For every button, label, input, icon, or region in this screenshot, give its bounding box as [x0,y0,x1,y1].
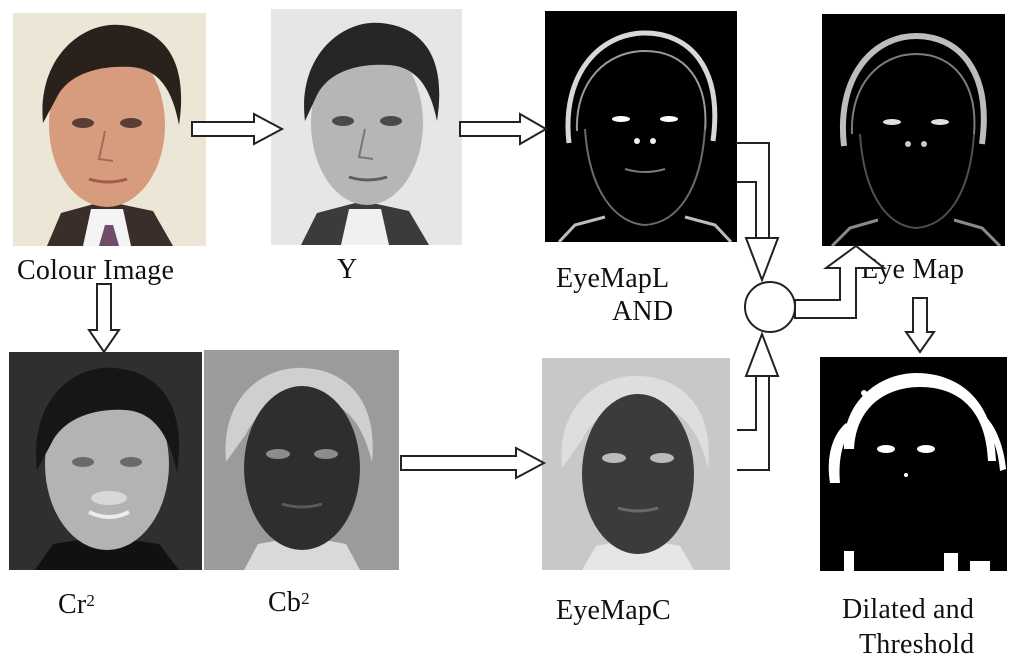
eye-map-image [822,14,1005,246]
cb-squared-panel [204,350,399,570]
eye-map-panel [822,14,1005,246]
y-label: Y [337,254,358,285]
cr-squared-image [9,352,202,570]
arrow-into-and-bottom [744,331,780,377]
luminance-face-image [271,9,462,245]
arrow-eye-map-to-threshold [904,297,936,354]
arrow-colour-to-cr2 [87,283,121,354]
eye-map-label: Eye Map [861,254,965,285]
threshold-image [820,357,1007,571]
dilated-label-line2: Threshold [859,629,975,660]
line-eyemap-l-to-and [736,142,770,238]
line-eyemap-c-to-and [737,376,770,471]
dilated-label-line1: Dilated and [842,594,975,625]
luminance-y-panel [271,9,462,245]
arrow-cb2-to-eyemap-c [400,446,547,480]
eyemap-l-panel [545,11,737,242]
cb-base-text: Cb [268,587,302,618]
eyemap-c-panel [542,358,730,570]
colour-face-image [13,13,206,246]
eyemap-c-label: EyeMapC [556,595,671,626]
cr-squared-label: Cr2 [58,590,95,620]
line-eyemap-c-to-and-inner [737,376,757,431]
arrow-y-to-eyemap-l [459,112,549,146]
cr-exponent: 2 [86,591,96,610]
arrow-into-and-top [744,237,780,283]
and-node-circle [744,281,796,333]
eyemap-l-label: EyeMapL [556,263,670,294]
threshold-panel [820,357,1007,571]
eyemap-c-image [542,358,730,570]
cb-squared-image [204,350,399,570]
eyemap-l-image [545,11,737,242]
cb-exponent: 2 [301,589,310,608]
line-eyemap-l-to-and-inner [736,181,757,238]
colour-image-label: Colour Image [17,255,175,286]
and-label: AND [612,296,674,327]
cr-squared-panel [9,352,202,570]
colour-image-panel [13,13,206,246]
cb-squared-label: Cb2 [268,588,310,618]
cr-base-text: Cr [58,589,87,620]
